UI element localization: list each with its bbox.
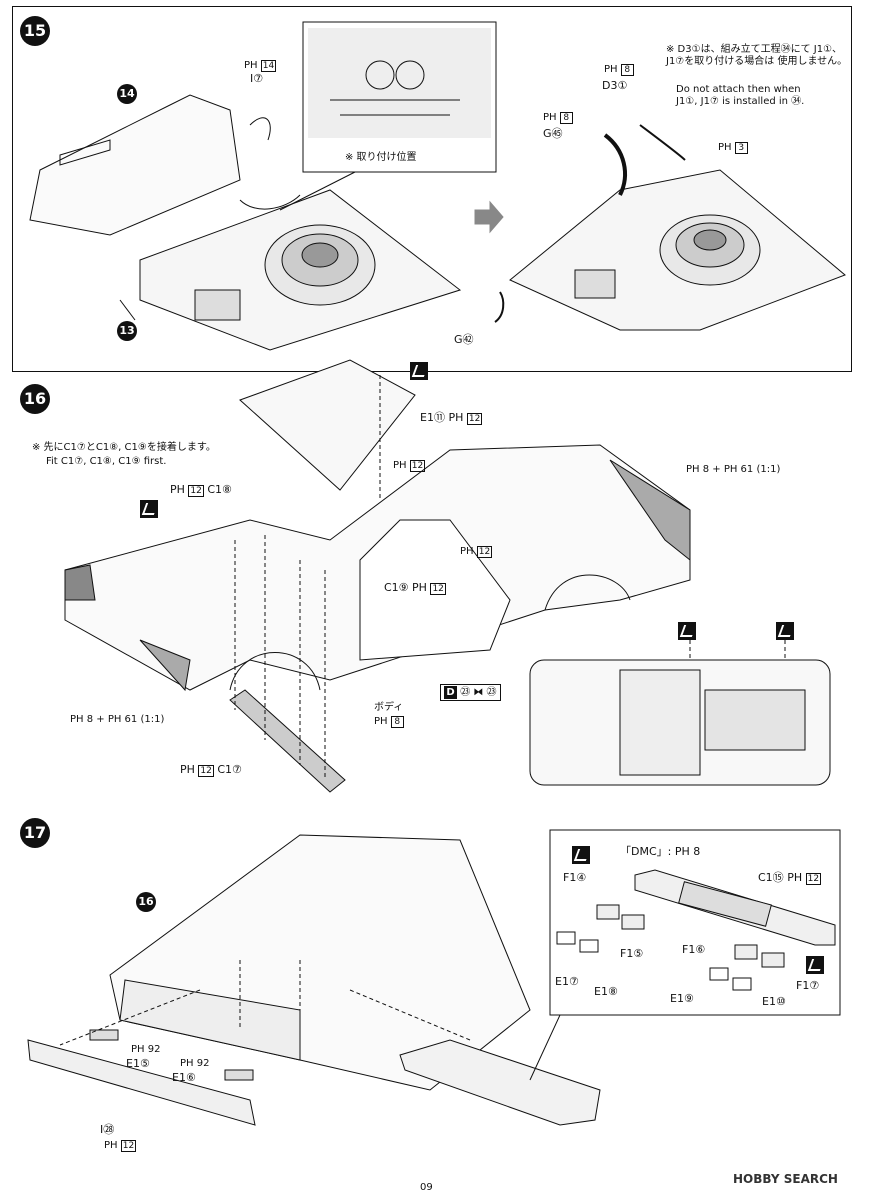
body-ph-label: PH 8 [374, 716, 404, 728]
step-15-panel [12, 6, 852, 372]
watermark: HOBBY SEARCH [733, 1172, 838, 1186]
glue-icon-4 [776, 622, 794, 640]
e1-7-label: E1⑦ [555, 975, 579, 988]
c1-8-label: PH 12 C1⑧ [170, 483, 232, 497]
i28-label: I㉘ [100, 1123, 115, 1136]
ph12b-label: PH 12 [393, 460, 426, 472]
e1-9-label: E1⑨ [670, 992, 694, 1005]
ph3-label: PH 3 [718, 142, 748, 154]
g45-label: G㊺ [543, 127, 563, 140]
glue-icon-5 [572, 846, 590, 864]
i7-label: I⑦ [250, 72, 264, 85]
e1-11-label: E1⑪ PH 12 [420, 411, 483, 425]
f1-5-label: F1⑤ [620, 947, 644, 960]
c1-15-label: C1⑮ PH 12 [758, 871, 822, 885]
ref-14-badge: 14 [117, 84, 137, 104]
step-16-note-en: Fit C1⑦, C1⑧, C1⑨ first. [46, 456, 167, 467]
next-arrow [474, 200, 504, 234]
step-15-note-en-1: Do not attach then when [676, 84, 801, 95]
page-number: 09 [420, 1182, 433, 1193]
side-skirt-drawing [229, 689, 346, 793]
d3-label: D3① [602, 79, 628, 92]
ref-13-badge: 13 [117, 321, 137, 341]
f1-4-label: F1④ [563, 871, 587, 884]
f1-7-label: F1⑦ [796, 979, 820, 992]
ph8b-label: PH 8 [543, 112, 573, 124]
grille-drawing [399, 1039, 601, 1126]
ph12b-s17-label: PH 12 [104, 1140, 137, 1152]
step-16-number: 16 [20, 384, 50, 414]
e1-10-label: E1⑩ [762, 995, 786, 1008]
dmc-label: 「DMC」: PH 8 [620, 845, 701, 858]
ph12d-label: PH 12 [460, 546, 493, 558]
front-bumper-drawing [27, 1039, 256, 1126]
step-15-number: 15 [20, 16, 50, 46]
ref-16-badge: 16 [136, 892, 156, 912]
d23-label: D ㉓ ⧓ ㉓ [440, 684, 501, 701]
step-17-number: 17 [20, 818, 50, 848]
hood-drawing [239, 359, 416, 491]
inset-caption: ※ 取り付け位置 [345, 152, 417, 163]
ph8-label: PH 8 [604, 64, 634, 76]
e1-5-label: E1⑤ [126, 1057, 150, 1070]
glue-icon [410, 362, 428, 380]
ph8-61-top-label: PH 8 + PH 61 (1:1) [686, 464, 781, 475]
ph14-label: PH 14 [244, 60, 277, 72]
glue-icon-6 [806, 956, 824, 974]
step-15-note-en-2: J1①, J1⑦ is installed in ㉞. [676, 96, 805, 107]
f1-6-label: F1⑥ [682, 943, 706, 956]
panel-14-drawing [29, 94, 241, 236]
glue-icon-2 [140, 500, 158, 518]
ph8-61-left-label: PH 8 + PH 61 (1:1) [70, 714, 165, 725]
c1-7-label: PH 12 C1⑦ [180, 763, 242, 777]
ph92b-label: PH 92 [180, 1058, 210, 1069]
step-15-note-jp: ※ D3①は、組み立て工程㉞にて J1①、J1⑦を取り付ける場合は 使用しません… [666, 44, 848, 67]
e1-6-label: E1⑥ [172, 1071, 196, 1084]
e1-8-label: E1⑧ [594, 985, 618, 998]
c1-9-label: C1⑨ PH 12 [384, 581, 446, 595]
ph92a-label: PH 92 [131, 1044, 161, 1055]
g42-label: G㊷ [454, 333, 474, 346]
step-16-note-jp: ※ 先にC1⑦とC1⑧, C1⑨を接着します。 [32, 442, 216, 453]
glue-icon-3 [678, 622, 696, 640]
body-jp-label: ボディ [374, 702, 404, 713]
